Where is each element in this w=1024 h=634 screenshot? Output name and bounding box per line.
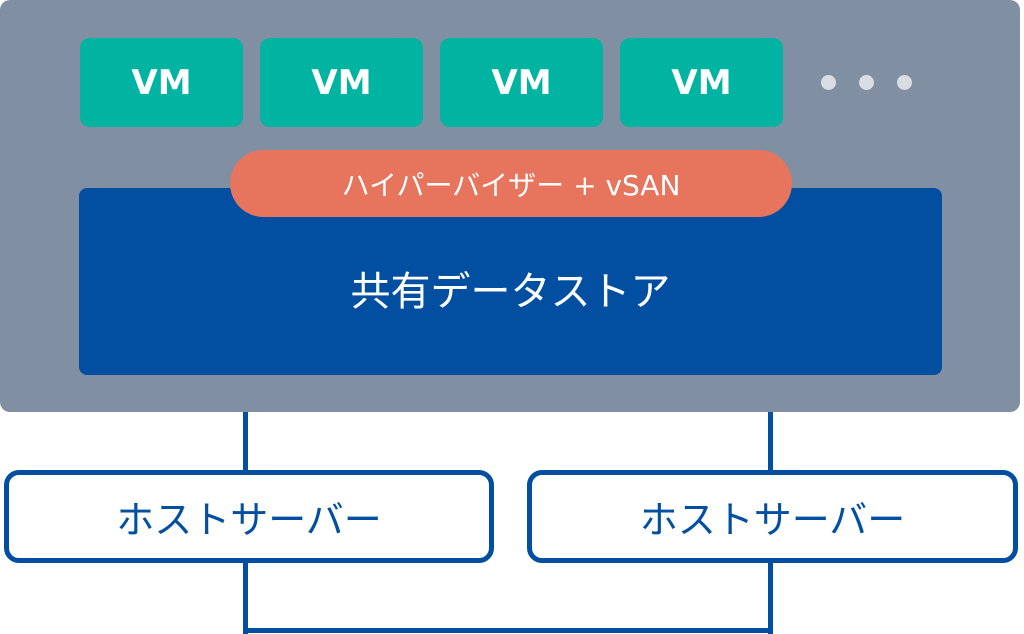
connector-line	[243, 412, 248, 472]
connector-line	[768, 560, 773, 634]
ellipsis-dot-icon	[859, 75, 874, 90]
vm-box-2: VM	[260, 38, 423, 127]
host-server-2: ホストサーバー	[527, 470, 1018, 563]
connector-line	[243, 628, 773, 633]
ellipsis-dot-icon	[897, 75, 912, 90]
ellipsis-dot-icon	[821, 75, 836, 90]
host-server-1: ホストサーバー	[4, 470, 494, 563]
vm-box-4: VM	[620, 38, 783, 127]
vm-box-1: VM	[80, 38, 243, 127]
connector-line	[768, 412, 773, 472]
connector-line	[243, 560, 248, 634]
shared-datastore: 共有データストア	[79, 188, 942, 375]
vm-box-3: VM	[440, 38, 603, 127]
hypervisor-vsan-label: ハイパーバイザー + vSAN	[230, 150, 792, 217]
